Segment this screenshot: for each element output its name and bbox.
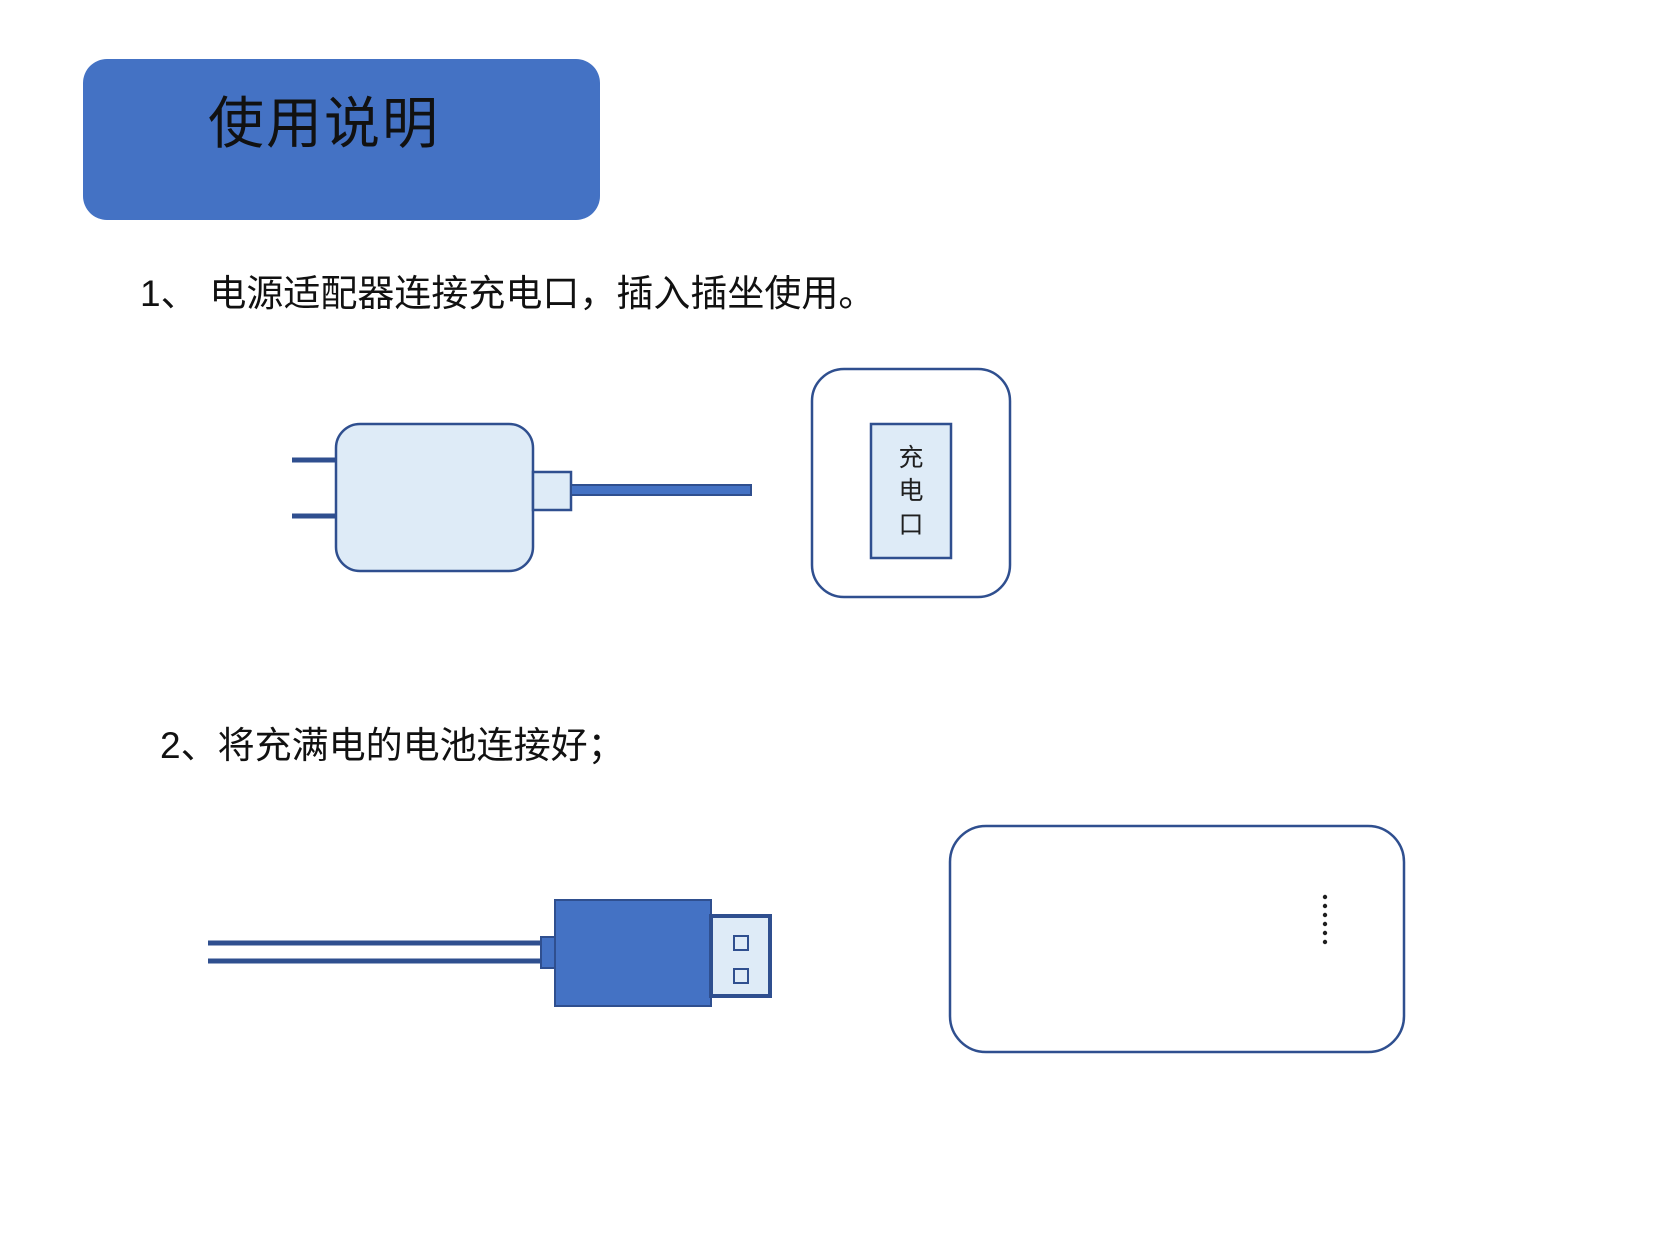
charging-port-slot xyxy=(869,422,953,560)
port-label-char-3: 口 xyxy=(898,509,924,539)
port-label-char-2: 电 xyxy=(898,476,924,506)
step-2-number: 2 xyxy=(160,725,181,766)
usb-plug-icon xyxy=(208,899,772,1007)
battery-indicator-dots xyxy=(1322,894,1328,945)
adapter-cable xyxy=(570,484,752,496)
battery-icon xyxy=(948,824,1406,1054)
usb-housing xyxy=(554,899,712,1007)
adapter-body xyxy=(334,422,535,573)
charging-port-label: 充 电 口 xyxy=(871,424,951,558)
step-1-text: 电源适配器连接充电口，插入插坐使用。 xyxy=(209,272,876,315)
title-banner: 使用说明 xyxy=(83,59,600,220)
usb-pin-top xyxy=(733,935,749,951)
step-1-number: 1 xyxy=(140,273,161,314)
power-adapter-icon xyxy=(292,422,752,573)
page-title: 使用说明 xyxy=(208,92,440,157)
step-2-separator: 、 xyxy=(180,724,218,767)
charging-port-device xyxy=(810,367,1012,599)
step-1-separator: 、 xyxy=(160,272,210,315)
port-label-char-1: 充 xyxy=(898,443,924,473)
adapter-connector xyxy=(531,470,573,512)
battery-body xyxy=(948,824,1406,1054)
step-1: 1、 电源适配器连接充电口，插入插坐使用。 xyxy=(140,275,875,312)
step-2-text: 将充满电的电池连接好； xyxy=(217,724,625,767)
step-2: 2、将充满电的电池连接好； xyxy=(160,727,625,764)
usb-pin-bottom xyxy=(733,968,749,984)
